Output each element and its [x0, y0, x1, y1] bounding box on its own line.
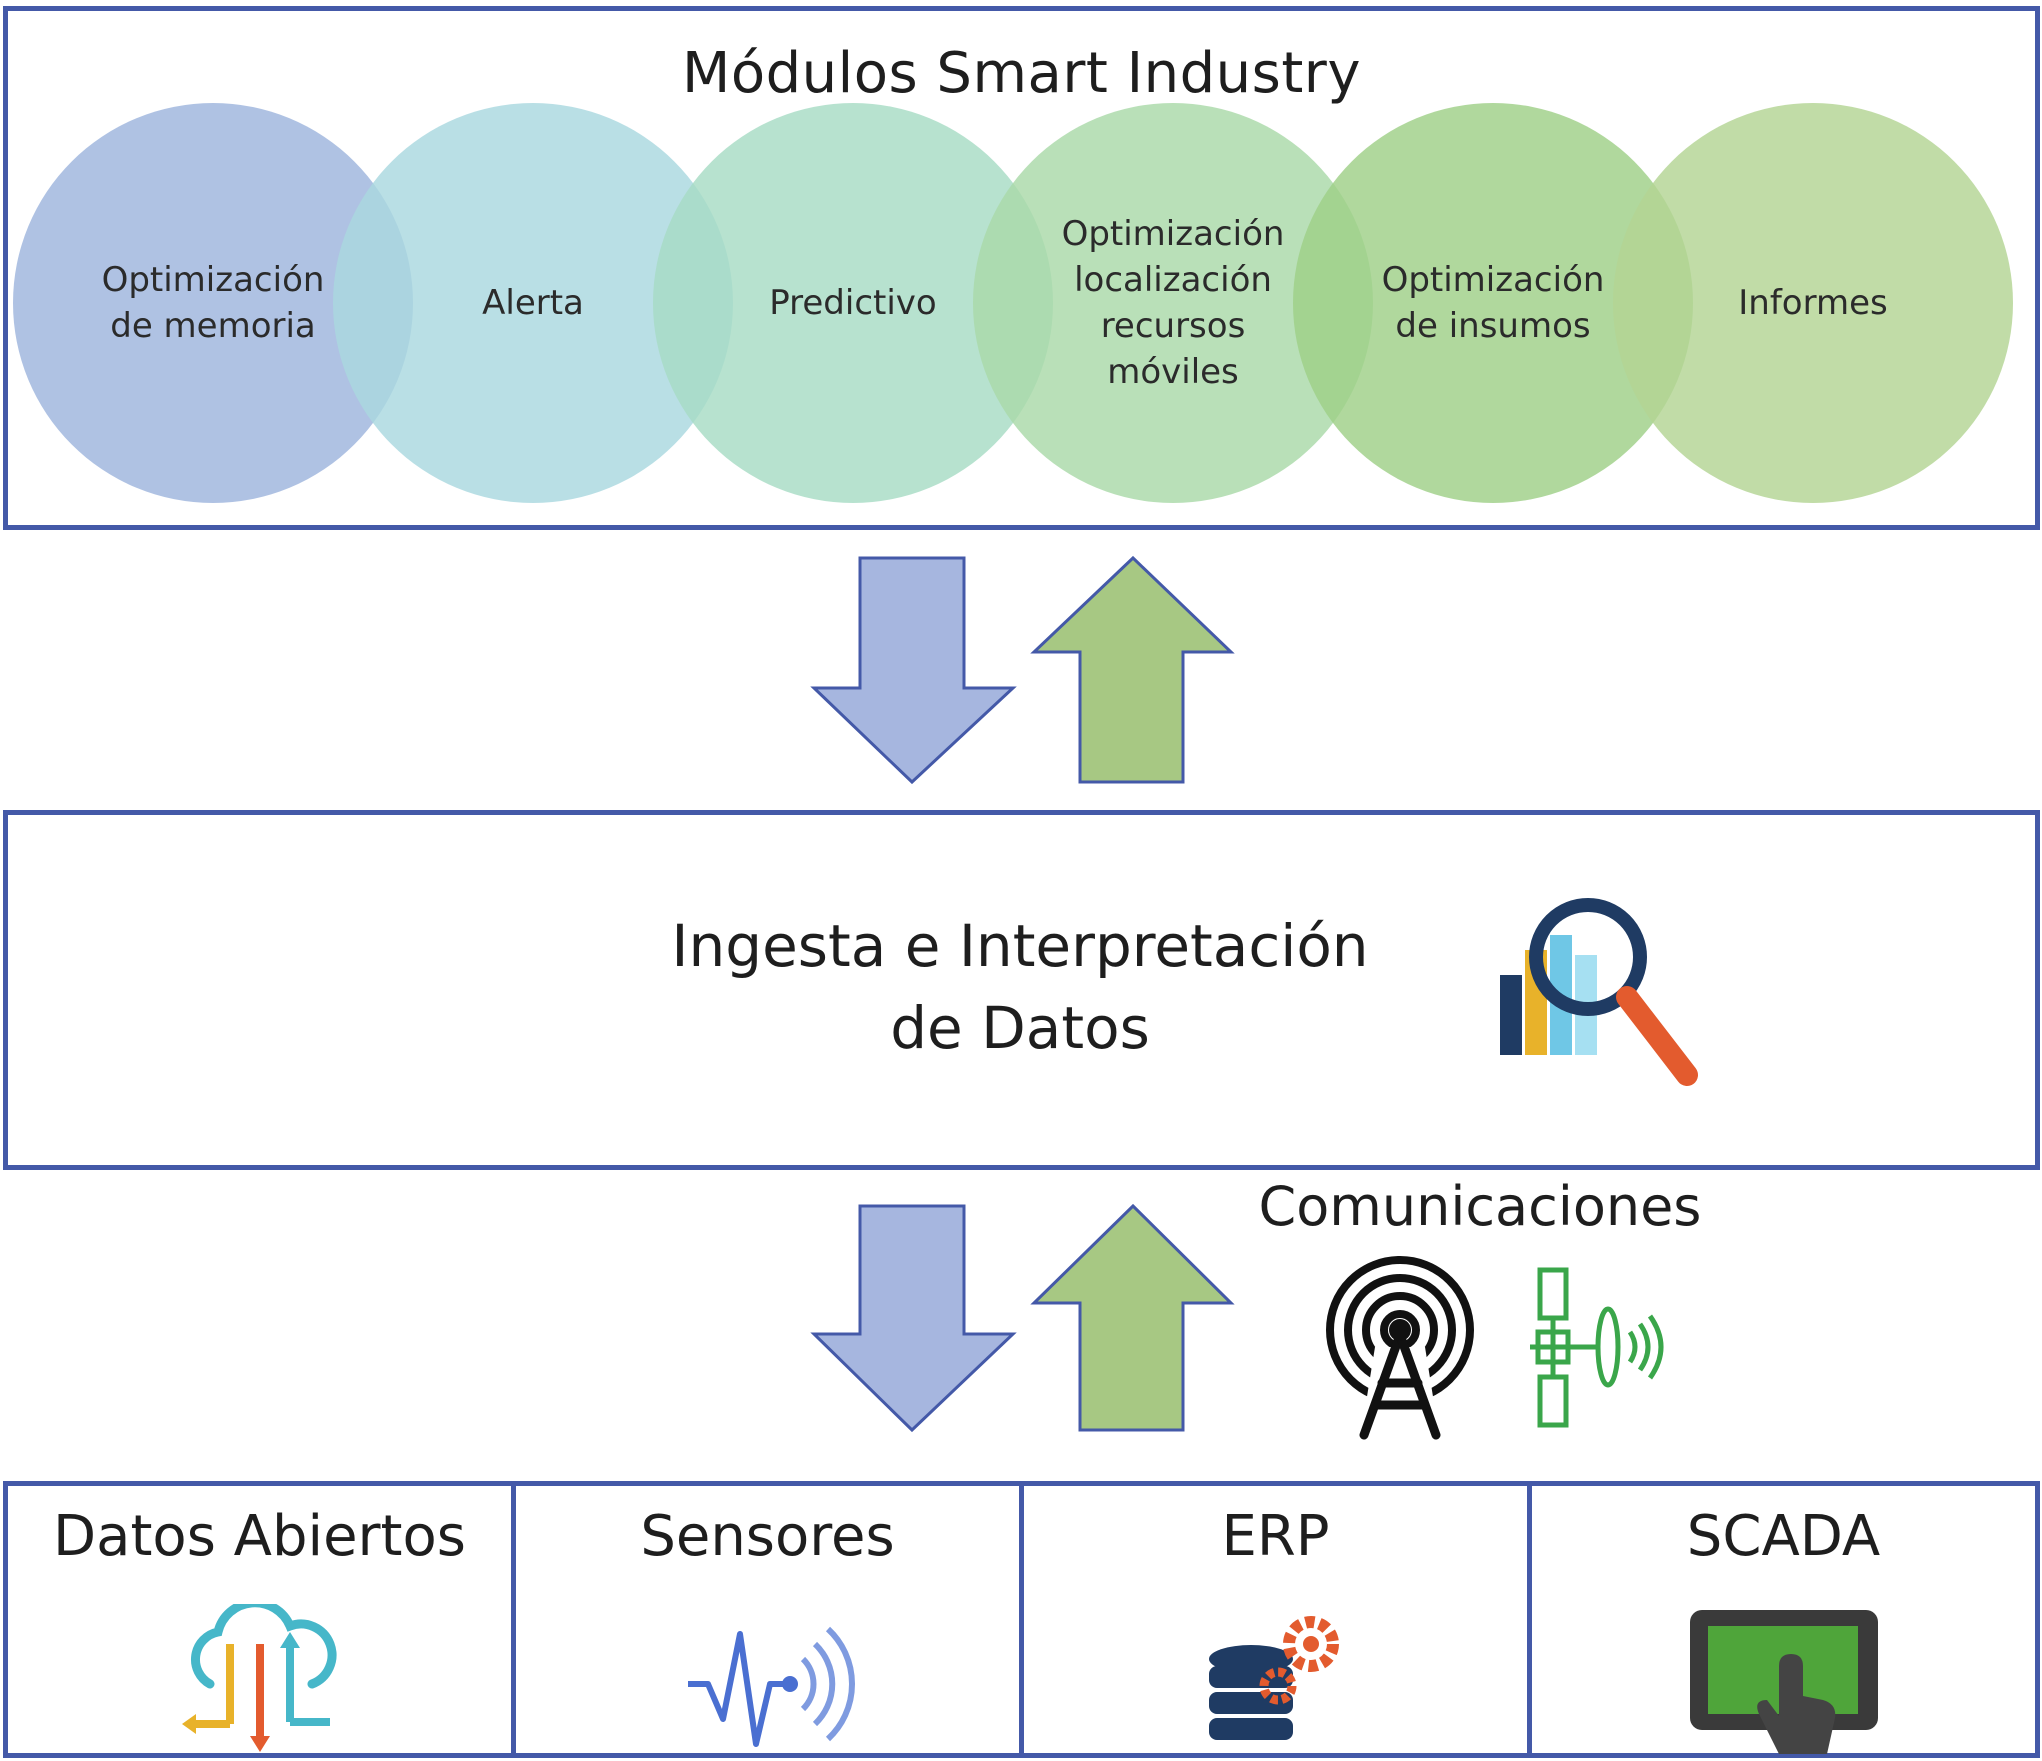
- label-line: Informes: [1738, 283, 1888, 323]
- label-line: de memoria: [110, 306, 316, 346]
- label-line: recursos: [1100, 306, 1246, 346]
- module-label-informes: Informes: [1683, 280, 1943, 326]
- label-line: Alerta: [482, 283, 584, 323]
- sources-panel: Datos Abiertos Sensores ERP: [3, 1481, 2040, 1758]
- ingesta-panel: [3, 810, 2040, 1170]
- label-line: Optimización: [101, 260, 325, 300]
- source-datos-abiertos: Datos Abiertos: [8, 1486, 516, 1753]
- arrow-up-top: [1030, 555, 1235, 784]
- ingesta-title-line1: Ingesta e Interpretación: [671, 912, 1369, 980]
- module-label-localizacion: Optimización localización recursos móvil…: [1043, 211, 1303, 395]
- arrow-down-top: [810, 556, 1017, 785]
- touchscreen-icon: [1689, 1610, 1878, 1754]
- comunicaciones-title: Comunicaciones: [1258, 1175, 1702, 1238]
- label-line: de insumos: [1395, 306, 1591, 346]
- arrow-down-bottom: [810, 1204, 1017, 1433]
- module-label-predictivo: Predictivo: [723, 280, 983, 326]
- cloud-data-icon: [181, 1604, 337, 1752]
- label-line: localización: [1074, 260, 1272, 300]
- sensor-icon: [687, 1626, 855, 1747]
- module-label-insumos: Optimización de insumos: [1363, 257, 1623, 349]
- source-erp: ERP: [1024, 1486, 1532, 1753]
- module-label-memoria: Optimización de memoria: [83, 257, 343, 349]
- label-line: Predictivo: [769, 283, 937, 323]
- source-label: ERP: [1221, 1504, 1330, 1569]
- source-label: Datos Abiertos: [53, 1504, 466, 1569]
- ingesta-title: Ingesta e Interpretación de Datos: [620, 905, 1420, 1069]
- satellite-icon: [1530, 1267, 1664, 1428]
- module-label-alerta: Alerta: [403, 280, 663, 326]
- ingesta-title-line2: de Datos: [890, 994, 1150, 1062]
- source-sensores: Sensores: [516, 1486, 1024, 1753]
- source-label: Sensores: [640, 1504, 895, 1569]
- modules-title: Módulos Smart Industry: [682, 41, 1361, 106]
- label-line: móviles: [1107, 352, 1239, 392]
- label-line: Optimización: [1381, 260, 1605, 300]
- source-label: SCADA: [1686, 1504, 1881, 1569]
- analytics-search-icon: [1500, 898, 1698, 1086]
- database-gear-icon: [1208, 1616, 1339, 1740]
- label-line: Optimización: [1061, 214, 1285, 254]
- arrow-up-bottom: [1030, 1203, 1235, 1432]
- antenna-tower-icon: [1326, 1256, 1474, 1440]
- source-scada: SCADA: [1532, 1486, 2035, 1754]
